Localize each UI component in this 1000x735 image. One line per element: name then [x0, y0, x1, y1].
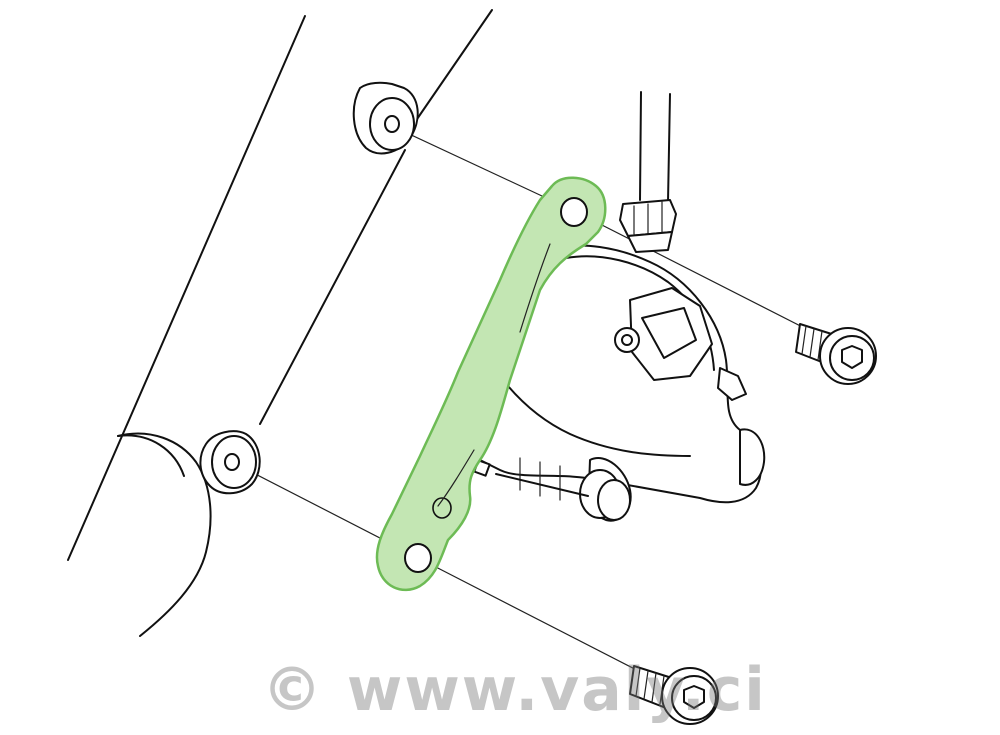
mount-washer-top [352, 81, 419, 155]
adapter-bracket [375, 176, 607, 592]
mount-washer-bottom [199, 430, 261, 495]
fork-leg [67, 9, 493, 637]
adapter-mount-hole-bottom [404, 543, 432, 573]
brake-hose [619, 91, 677, 253]
adapter-bracket-body [375, 176, 607, 592]
adapter-mount-hole-top [560, 197, 588, 227]
adapter-caliper-hole [432, 497, 452, 519]
mount-bolt-top [795, 323, 877, 385]
mount-bolt-bottom [629, 665, 719, 725]
